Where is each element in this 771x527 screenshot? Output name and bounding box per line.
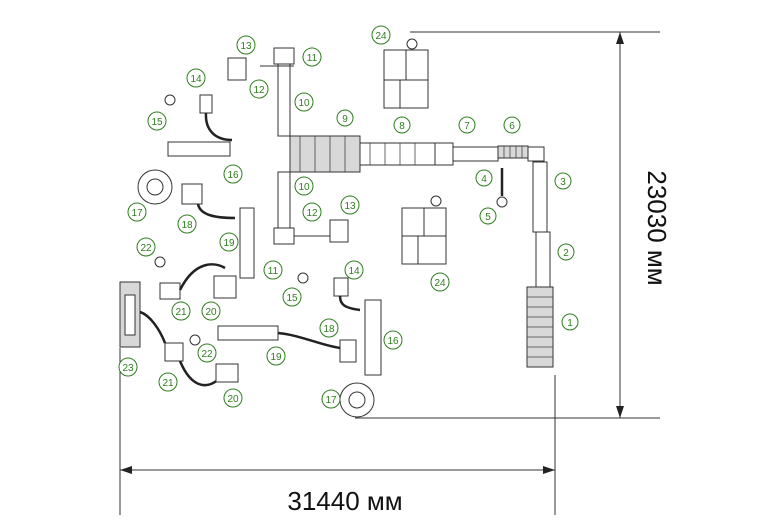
- tag-17-lower: 17: [321, 389, 341, 409]
- cabinet-top: [383, 38, 429, 109]
- tag-22-upper: 22: [136, 237, 156, 257]
- tag-10-upper-label: 10: [298, 98, 310, 109]
- tag-13-upper: 13: [236, 35, 256, 55]
- tag-15-lower-label: 15: [286, 293, 298, 304]
- tag-7: 7: [458, 116, 476, 134]
- tag-2-label: 2: [563, 248, 569, 259]
- tag-20-lower: 20: [223, 388, 243, 408]
- tag-9: 9: [336, 109, 354, 127]
- tag-11-lower-label: 11: [268, 266, 279, 277]
- right-conveyor: [526, 161, 554, 368]
- tag-20-lower-label: 20: [227, 394, 239, 405]
- tag-21-lower: 21: [158, 372, 178, 392]
- tag-7-label: 7: [464, 121, 470, 132]
- tag-19-upper-label: 19: [223, 238, 235, 249]
- tag-16-upper: 16: [223, 164, 243, 184]
- tag-13-upper-label: 13: [240, 41, 252, 52]
- tag-21-lower-label: 21: [162, 378, 174, 389]
- tag-1: 1: [561, 313, 579, 331]
- tag-15-lower: 15: [282, 287, 302, 307]
- tag-6-label: 6: [509, 121, 515, 132]
- tag-21-upper-label: 21: [175, 307, 187, 318]
- tag-22-lower: 22: [197, 343, 217, 363]
- tag-12-upper: 12: [249, 79, 269, 99]
- tag-5: 5: [479, 207, 497, 225]
- device-4-5: [496, 168, 508, 208]
- tag-14-upper-label: 14: [190, 74, 202, 85]
- tag-23: 23: [118, 357, 138, 377]
- tag-8-label: 8: [399, 121, 405, 132]
- height-dimension: 23030 мм: [355, 31, 672, 419]
- tag-1-label: 1: [567, 318, 573, 329]
- tag-21-upper: 21: [171, 301, 191, 321]
- tag-13-lower-label: 13: [344, 201, 356, 212]
- tag-12-lower-label: 12: [306, 208, 318, 219]
- tag-20-upper: 20: [201, 301, 221, 321]
- tag-11-lower: 11: [263, 260, 283, 280]
- tag-14-upper: 14: [186, 68, 206, 88]
- tag-9-label: 9: [342, 114, 348, 125]
- station-center-right: [297, 219, 382, 418]
- tag-18-upper: 18: [177, 214, 197, 234]
- width-dimension-label: 31440 мм: [287, 486, 402, 516]
- tag-22-upper-label: 22: [140, 243, 152, 254]
- tag-14-lower: 14: [344, 260, 364, 280]
- tag-23-label: 23: [122, 363, 134, 374]
- tag-18-lower-label: 18: [323, 324, 335, 335]
- tag-14-lower-label: 14: [348, 266, 360, 277]
- tag-18-lower: 18: [319, 318, 339, 338]
- tag-15-upper: 15: [147, 111, 167, 131]
- tag-24-lower: 24: [430, 272, 450, 292]
- tag-12-lower: 12: [302, 202, 322, 222]
- tag-4: 4: [475, 169, 493, 187]
- tag-17-upper-label: 17: [131, 208, 143, 219]
- tag-22-lower-label: 22: [201, 349, 213, 360]
- height-dimension-label: 23030 мм: [642, 170, 672, 285]
- tag-3-label: 3: [560, 177, 566, 188]
- tag-17-lower-label: 17: [325, 395, 337, 406]
- tag-10-lower-label: 10: [298, 182, 310, 193]
- tag-4-label: 4: [481, 174, 487, 185]
- equipment-drawing: [119, 38, 554, 418]
- main-conveyor: [289, 135, 545, 173]
- tag-18-upper-label: 18: [181, 220, 193, 231]
- width-dimension: 31440 мм: [119, 348, 556, 516]
- tag-10-upper: 10: [294, 92, 314, 112]
- tag-19-lower: 19: [266, 346, 286, 366]
- tag-20-upper-label: 20: [205, 307, 217, 318]
- tag-13-lower: 13: [340, 195, 360, 215]
- tag-11-upper-label: 11: [307, 53, 318, 64]
- tag-16-lower-label: 16: [387, 336, 399, 347]
- tag-6: 6: [503, 116, 521, 134]
- tag-24-lower-label: 24: [434, 278, 446, 289]
- tag-16-upper-label: 16: [227, 170, 239, 181]
- tag-12-upper-label: 12: [253, 85, 265, 96]
- tag-2: 2: [557, 243, 575, 261]
- tag-24-upper-label: 24: [375, 31, 387, 42]
- station-lower-left: [119, 256, 341, 387]
- tag-3: 3: [554, 172, 572, 190]
- cabinet-middle: [401, 195, 447, 265]
- tag-15-upper-label: 15: [151, 117, 163, 128]
- station-upper-left: [137, 57, 255, 279]
- tag-19-lower-label: 19: [270, 352, 282, 363]
- tag-16-lower: 16: [383, 330, 403, 350]
- tag-19-upper: 19: [219, 232, 239, 252]
- tag-10-lower: 10: [294, 176, 314, 196]
- tag-5-label: 5: [485, 212, 491, 223]
- tag-24-upper: 24: [371, 25, 391, 45]
- tag-8: 8: [393, 116, 411, 134]
- vertical-conveyor: [260, 47, 330, 245]
- tag-11-upper: 11: [302, 47, 322, 67]
- tag-17-upper: 17: [127, 202, 147, 222]
